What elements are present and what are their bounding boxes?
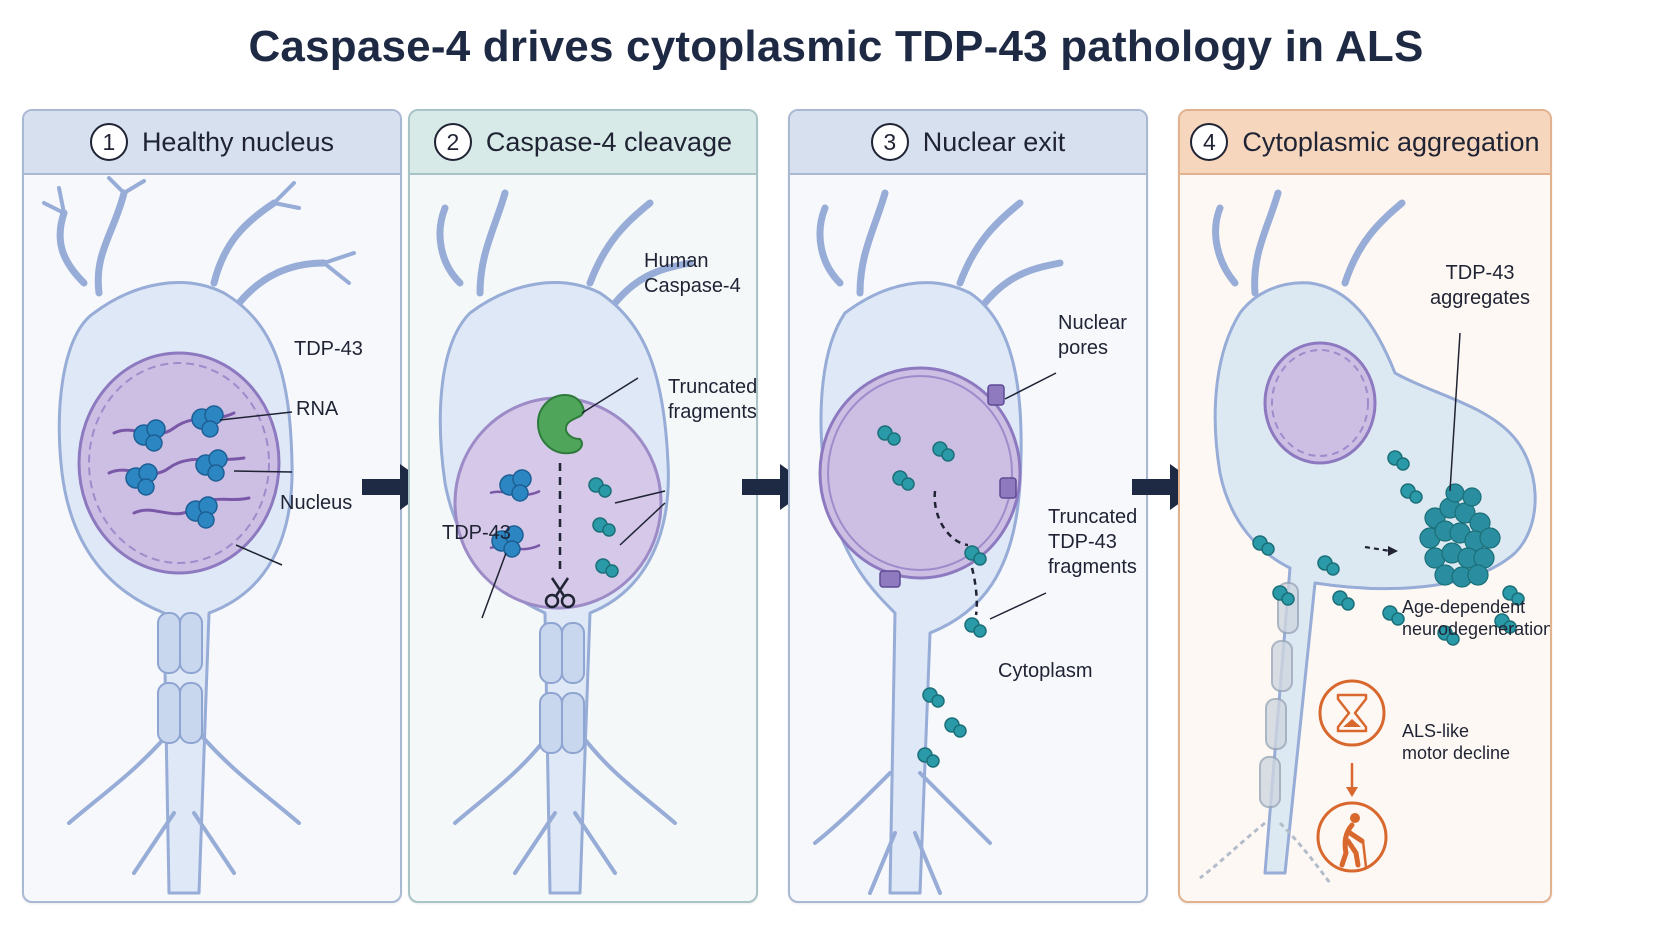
- label-age-dependent-line2: neurodegeneration: [1402, 619, 1552, 639]
- neuron-illustration: [42, 176, 356, 895]
- label-cytoplasm: Cytoplasm: [998, 660, 1093, 682]
- figure-title: Caspase-4 drives cytoplasmic TDP-43 path…: [248, 22, 1424, 71]
- scissors-icon: [544, 577, 576, 609]
- label-human-caspase-4-line2: Caspase-4: [644, 275, 741, 297]
- label-truncated-fragments-line3: fragments: [1048, 556, 1137, 578]
- tdp43-protein: [125, 405, 228, 529]
- leader-lines: [219, 411, 293, 566]
- label-rna: RNA: [296, 398, 339, 420]
- elderly-person-icon: [1316, 801, 1388, 873]
- panel-healthy-nucleus: 1 Healthy nucleus: [22, 109, 402, 903]
- label-truncated-fragments-line2: TDP-43: [1048, 531, 1117, 553]
- step-number-badge: 4: [1190, 123, 1229, 161]
- neuron-illustration: [436, 189, 694, 895]
- panel-header: 3 Nuclear exit: [790, 111, 1146, 175]
- panel-header: 1 Healthy nucleus: [24, 111, 400, 175]
- label-tdp43-aggregates-line1: TDP-43: [1445, 262, 1515, 284]
- panel-title: Caspase-4 cleavage: [485, 126, 733, 157]
- panel-nuclear-exit: 3 Nuclear exit Nuc: [788, 109, 1148, 903]
- panel-title: Cytoplasmic aggregation: [1242, 126, 1540, 157]
- neuron-illustration: [813, 189, 1064, 895]
- label-nuclear-pores-line1: Nuclear: [1058, 312, 1127, 334]
- panel-cytoplasmic-aggregation: 4 Cytoplasmic aggregation: [1178, 109, 1552, 903]
- step-number-badge: 2: [433, 123, 472, 161]
- step-number-badge: 1: [89, 123, 128, 161]
- label-als-like-line2: motor decline: [1402, 743, 1511, 763]
- hourglass-icon: [1318, 679, 1386, 747]
- tdp43-aggregate: [1419, 483, 1501, 588]
- label-als-like-line1: ALS-like: [1402, 721, 1470, 741]
- label-truncated-fragments-line2: fragments: [668, 401, 757, 423]
- panel-title: Nuclear exit: [922, 126, 1066, 157]
- label-age-dependent-line1: Age-dependent: [1402, 597, 1526, 617]
- axon-myelin: [157, 612, 203, 744]
- step-number-badge: 3: [870, 123, 909, 161]
- neuron-illustration: [1199, 189, 1537, 884]
- label-tdp43-aggregates-line2: aggregates: [1429, 287, 1531, 309]
- leader-line: [1449, 332, 1461, 492]
- nucleus: [1263, 341, 1377, 465]
- nuclear-pores: [879, 384, 1017, 588]
- panel-caspase-cleavage: 2 Caspase-4 cleavage: [408, 109, 758, 903]
- leader-lines: [481, 377, 666, 619]
- label-human-caspase-4-line1: Human: [644, 250, 709, 272]
- label-truncated-fragments-line1: Truncated: [668, 376, 758, 398]
- tdp43-protein: [491, 469, 532, 558]
- exit-path-arrow: [933, 490, 979, 616]
- truncated-fragments: [877, 425, 987, 768]
- leader-lines: [989, 372, 1057, 620]
- label-tdp43: TDP-43: [294, 338, 363, 360]
- panel-title: Healthy nucleus: [141, 126, 335, 157]
- nucleus: [818, 366, 1022, 580]
- truncated-fragments: [1252, 450, 1525, 646]
- label-nucleus: Nucleus: [280, 492, 353, 514]
- truncated-fragments: [588, 477, 619, 578]
- label-nuclear-pores-line2: pores: [1058, 337, 1109, 359]
- panel-header: 4 Cytoplasmic aggregation: [1180, 111, 1550, 175]
- label-tdp43: TDP-43: [442, 522, 511, 544]
- label-truncated-fragments-line1: Truncated: [1048, 506, 1138, 528]
- panel-header: 2 Caspase-4 cleavage: [410, 111, 756, 175]
